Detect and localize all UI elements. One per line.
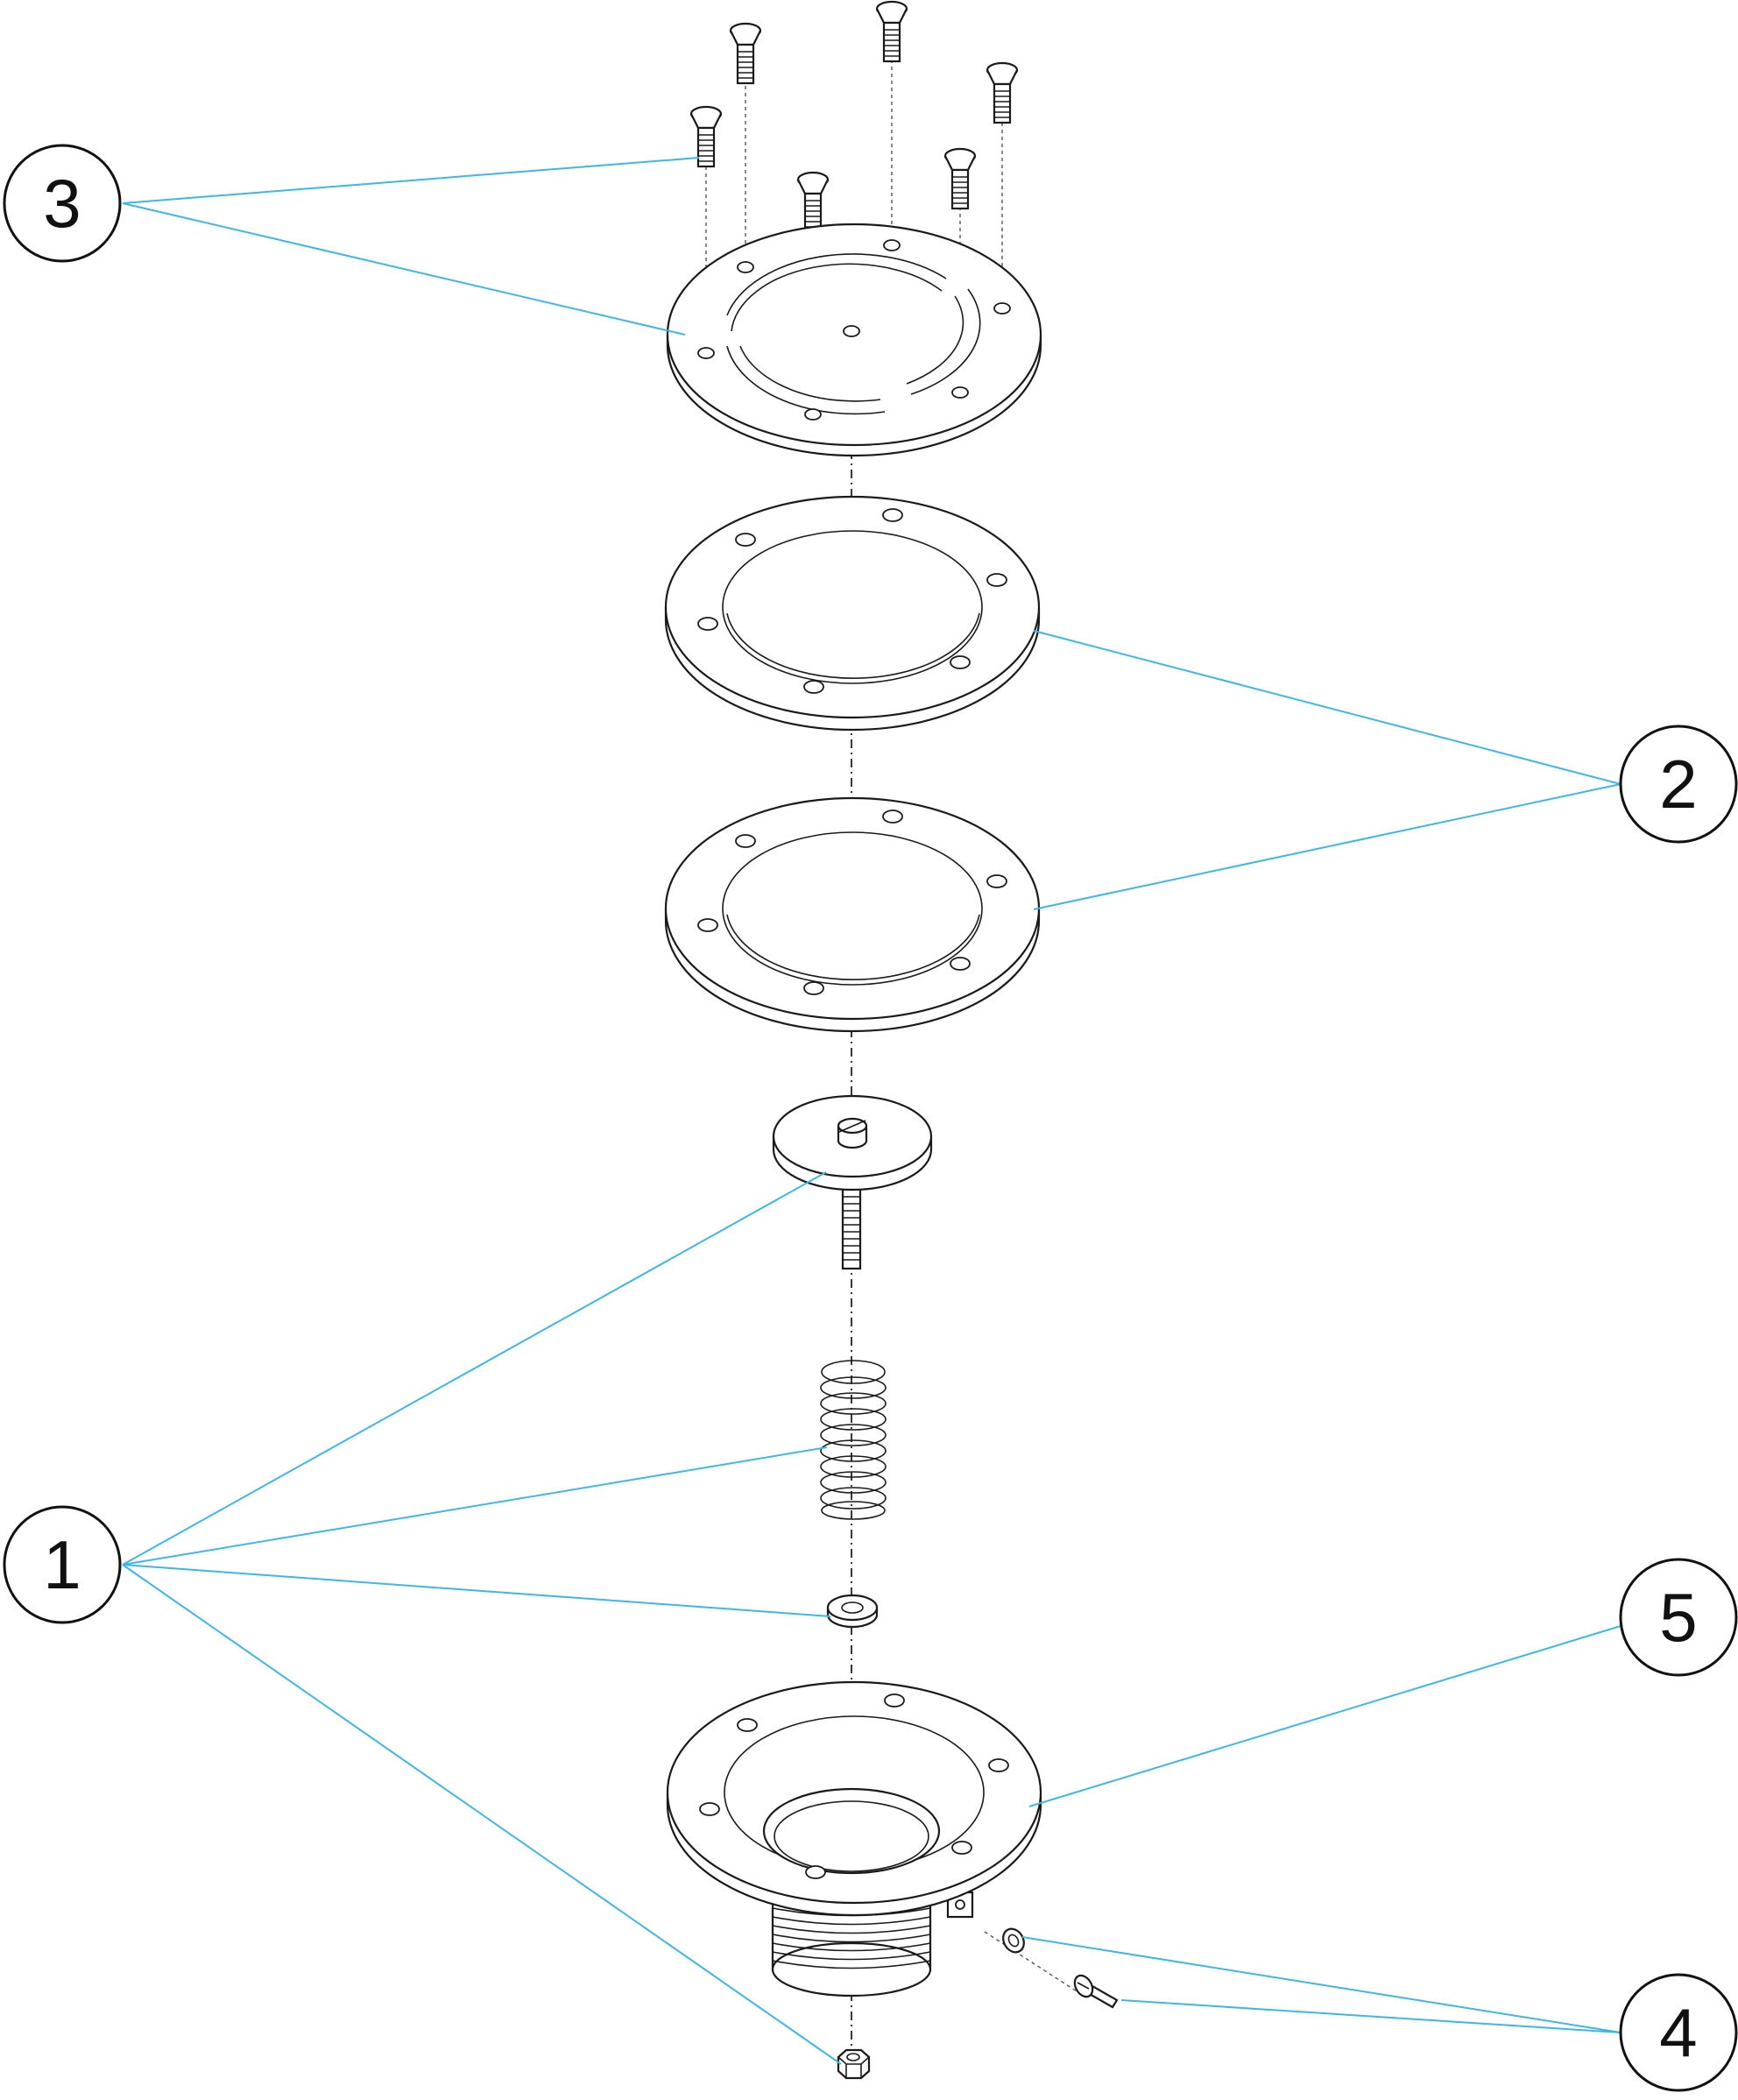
hex-nut — [837, 2048, 871, 2080]
leader-3b — [122, 202, 686, 336]
leader-1a — [122, 1171, 827, 1566]
callout-3: 3 — [3, 144, 122, 263]
leader-1b — [122, 1446, 828, 1566]
leader-4b — [1120, 1999, 1621, 2033]
callout-2-label: 2 — [1659, 746, 1697, 823]
callout-3-label: 3 — [43, 165, 81, 242]
screw-5 — [943, 147, 977, 210]
small-screw — [1073, 1974, 1119, 2009]
cover-plate — [666, 223, 1042, 457]
callout-1-label: 1 — [43, 1526, 81, 1603]
callout-4: 4 — [1619, 1973, 1738, 2092]
callout-1: 1 — [3, 1505, 122, 1624]
leader-4a — [1021, 1936, 1621, 2033]
gasket-lower — [664, 796, 1041, 1033]
screw-3 — [986, 61, 1019, 124]
callout-5: 5 — [1619, 1558, 1738, 1677]
leader-lines — [122, 157, 1621, 2065]
leader-2b — [1033, 783, 1621, 910]
countersunk-screws — [689, 0, 1019, 234]
leader-3a — [122, 157, 700, 204]
valve-disc-bolt — [772, 1094, 933, 1270]
leader-1d — [122, 1564, 842, 2065]
screw-4 — [689, 105, 723, 168]
leader-2a — [1033, 630, 1621, 785]
valve-body — [666, 1680, 1042, 1997]
washer — [826, 1594, 879, 1629]
screw-2 — [875, 0, 908, 63]
callout-5-label: 5 — [1659, 1579, 1697, 1656]
screw-1 — [729, 22, 762, 85]
leader-5 — [1028, 1625, 1621, 1807]
gasket-upper — [664, 495, 1041, 732]
screw-6 — [796, 171, 830, 234]
spring — [820, 1360, 887, 1520]
leader-1c — [122, 1564, 831, 1617]
callout-2: 2 — [1619, 725, 1738, 844]
small-washer — [1002, 1927, 1025, 1954]
callout-4-label: 4 — [1659, 1994, 1697, 2071]
